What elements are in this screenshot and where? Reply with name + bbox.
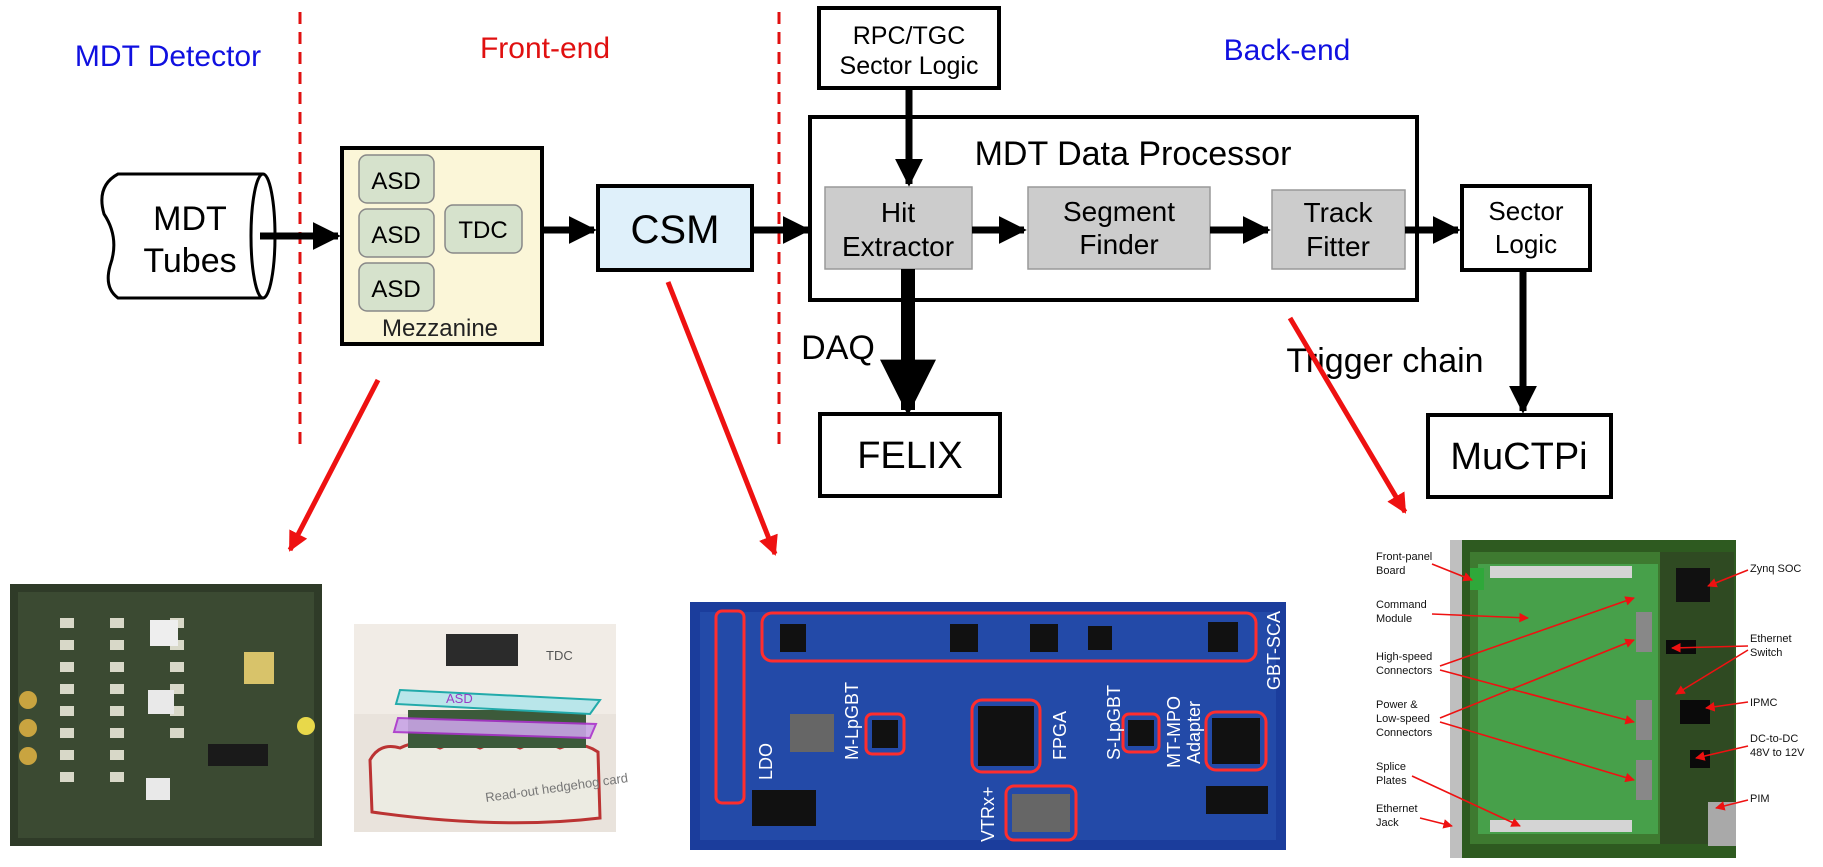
pb-label-dc-dc-2: 48V to 12V [1750, 747, 1805, 759]
pb-label-power-1: Power & [1376, 699, 1418, 711]
rpc-tgc-sector-logic-block: RPC/TGC Sector Logic [817, 6, 1001, 90]
hit-extractor-line2: Extractor [842, 231, 954, 262]
hit-extractor-block [824, 186, 973, 270]
pb-label-zynq: Zynq SOC [1750, 563, 1801, 575]
csm-board-label-fpga: FPGA [1050, 711, 1070, 760]
pointer-mezzanine-to-photo [287, 378, 381, 552]
csm-board-photo: LDO M-LpGBT VTRx+ FPGA S-LpGBT MT-MPO Ad… [690, 602, 1286, 850]
csm-board-label-m-lpgbt: M-LpGBT [842, 682, 862, 760]
section-title-front-end: Front-end [480, 32, 610, 65]
section-title-mdt-detector: MDT Detector [75, 40, 261, 73]
hedgehog-card-photo: TDC ASD Read-out hedgehog card [354, 624, 629, 832]
trigger-chain-label: Trigger chain [1286, 342, 1483, 380]
pb-label-high-speed-2: Connectors [1376, 665, 1433, 677]
asd-chip-1 [358, 154, 435, 204]
hedgehog-asd-label: ASD [446, 691, 473, 706]
mezzanine-block: ASD ASD ASD TDC Mezzanine [340, 146, 544, 346]
csm-board-label-adapter: Adapter [1184, 701, 1204, 764]
segment-finder-line2: Finder [1079, 229, 1158, 260]
csm-board-label-ldo: LDO [756, 743, 776, 780]
mdt-tubes-label-line2: Tubes [143, 242, 236, 280]
muctpi-label: MuCTPi [1450, 436, 1587, 478]
segment-finder-block [1027, 186, 1211, 270]
pb-label-front-panel-1: Front-panel [1376, 551, 1432, 563]
segment-finder-line1: Segment [1063, 196, 1175, 227]
data-processor-title: MDT Data Processor [975, 135, 1292, 173]
pb-label-command-2: Module [1376, 613, 1412, 625]
pb-label-ethernet-jack-2: Jack [1376, 817, 1399, 829]
csm-label: CSM [631, 208, 720, 252]
section-title-back-end: Back-end [1224, 34, 1351, 67]
pb-label-dc-dc-1: DC-to-DC [1750, 733, 1798, 745]
mezzanine-pcb-photo [10, 584, 322, 846]
pb-label-front-panel-2: Board [1376, 565, 1405, 577]
csm-board-label-mt-mpo: MT-MPO [1164, 696, 1184, 768]
tdc-chip [444, 204, 523, 254]
mdt-tubes-label-line1: MDT [153, 200, 227, 238]
pointer-csm-to-board [665, 281, 778, 556]
daq-label: DAQ [801, 329, 875, 367]
muctpi-block: MuCTPi [1426, 413, 1613, 499]
csm-board-label-s-lpgbt: S-LpGBT [1104, 685, 1124, 760]
mezzanine-label: Mezzanine [382, 315, 498, 342]
asd-label-3: ASD [371, 276, 420, 303]
pointer-processor-to-board [1287, 316, 1408, 514]
rpc-tgc-label-line2: Sector Logic [840, 52, 979, 80]
pointer-arrows [287, 281, 1408, 556]
csm-block: CSM [596, 184, 754, 272]
pb-label-splice-1: Splice [1376, 761, 1406, 773]
pb-label-command-1: Command [1376, 599, 1427, 611]
flow-arrows [260, 88, 1537, 416]
sector-logic-line1: Sector [1488, 196, 1563, 226]
asd-label-2: ASD [371, 222, 420, 249]
pb-label-ethernet-jack-1: Ethernet [1376, 803, 1418, 815]
rpc-tgc-label-line1: RPC/TGC [853, 22, 966, 50]
pb-label-ipmc: IPMC [1750, 697, 1778, 709]
sector-logic-line2: Logic [1495, 229, 1557, 259]
hedgehog-tdc-label: TDC [546, 648, 573, 663]
asd-label-1: ASD [371, 168, 420, 195]
csm-board-label-gbt-sca: GBT-SCA [1264, 611, 1284, 690]
pb-label-power-3: Connectors [1376, 727, 1433, 739]
asd-chip-3 [358, 262, 435, 312]
processor-board-annotations: Front-panel Board Command Module High-sp… [1376, 551, 1805, 829]
pb-label-high-speed-1: High-speed [1376, 651, 1432, 663]
pb-label-eth-switch-1: Ethernet [1750, 633, 1792, 645]
pb-label-splice-2: Plates [1376, 775, 1407, 787]
sector-logic-block: Sector Logic [1460, 184, 1592, 272]
pb-label-eth-switch-2: Switch [1750, 647, 1782, 659]
tdc-label: TDC [458, 217, 507, 244]
csm-board-label-vtrx: VTRx+ [978, 786, 998, 842]
processor-board-photo [1450, 540, 1736, 858]
felix-block: FELIX [818, 412, 1002, 498]
pb-label-pim: PIM [1750, 793, 1770, 805]
track-fitter-line1: Track [1304, 197, 1374, 228]
hit-extractor-line1: Hit [881, 197, 915, 228]
felix-label: FELIX [857, 435, 963, 477]
mdt-tubes-block: MDT Tubes [100, 172, 277, 300]
asd-chip-2 [358, 208, 435, 258]
pb-label-power-2: Low-speed [1376, 713, 1430, 725]
track-fitter-line2: Fitter [1306, 231, 1370, 262]
